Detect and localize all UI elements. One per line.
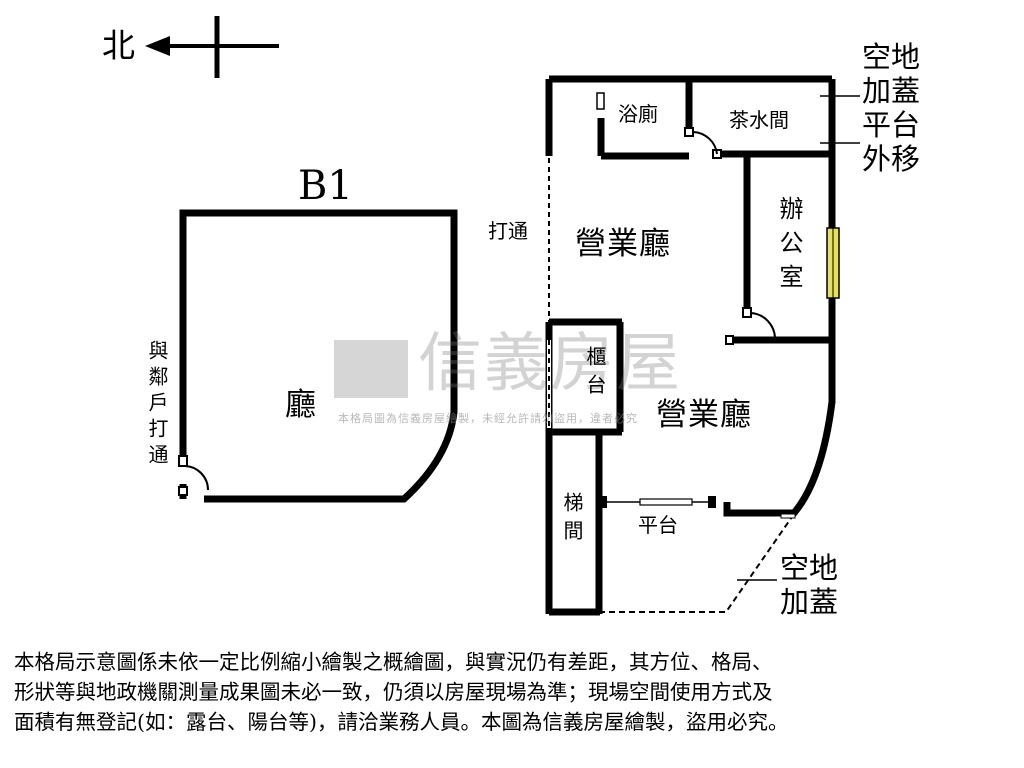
stairs-label: 梯間	[560, 492, 584, 548]
basement-door-jamb	[178, 486, 188, 496]
platform-label: 平台	[638, 513, 678, 537]
watermark-brand: 信義房屋	[418, 327, 682, 401]
stair-window	[780, 513, 796, 519]
sales-hall-upper-label: 營業廳	[575, 226, 671, 262]
disclaimer-text: 本格局示意圖係未依一定比例縮小繪製之概繪圖，與實況仍有差距，其方位、格局、 形狀…	[14, 650, 789, 734]
office-label: 辦公室	[775, 196, 803, 298]
counter-label: 櫃台	[583, 346, 607, 402]
bathroom-window	[596, 92, 605, 110]
north-arrow-icon	[145, 16, 279, 78]
bathroom-label: 浴廁	[618, 102, 658, 126]
basement-door-jamb	[178, 455, 188, 467]
basement-level-label: B1	[298, 163, 353, 209]
open-passage-note: 打通	[488, 219, 528, 243]
basement-door-note: 與鄰戶打通	[145, 340, 169, 470]
office-door-jamb	[725, 335, 734, 345]
extension-dashed	[599, 513, 795, 613]
compass-label: 北	[102, 26, 135, 65]
top-right-note: 空地 加蓋 平台 外移	[862, 40, 921, 176]
platform-opening	[639, 498, 693, 506]
pantry-door-jamb	[684, 127, 694, 137]
office-door-swing	[750, 312, 776, 339]
office-door-jamb	[742, 307, 752, 318]
watermark-caption: 本格局圖為信義房屋繪製，未經允許請勿盜用，違者必究	[338, 412, 638, 425]
pantry-door-swing	[692, 131, 718, 155]
platform-door-jamb	[599, 496, 607, 508]
basement-walls	[179, 209, 458, 503]
sales-hall-lower-label: 營業廳	[656, 397, 752, 433]
basement-hall-label: 廳	[285, 387, 317, 423]
pantry-label: 茶水間	[729, 108, 789, 132]
watermark-logo-icon	[334, 340, 408, 398]
platform-door-jamb	[708, 496, 716, 508]
bottom-right-note: 空地 加蓋	[780, 551, 839, 619]
ground-floor-walls	[545, 75, 836, 616]
basement-door-swing	[184, 465, 210, 491]
